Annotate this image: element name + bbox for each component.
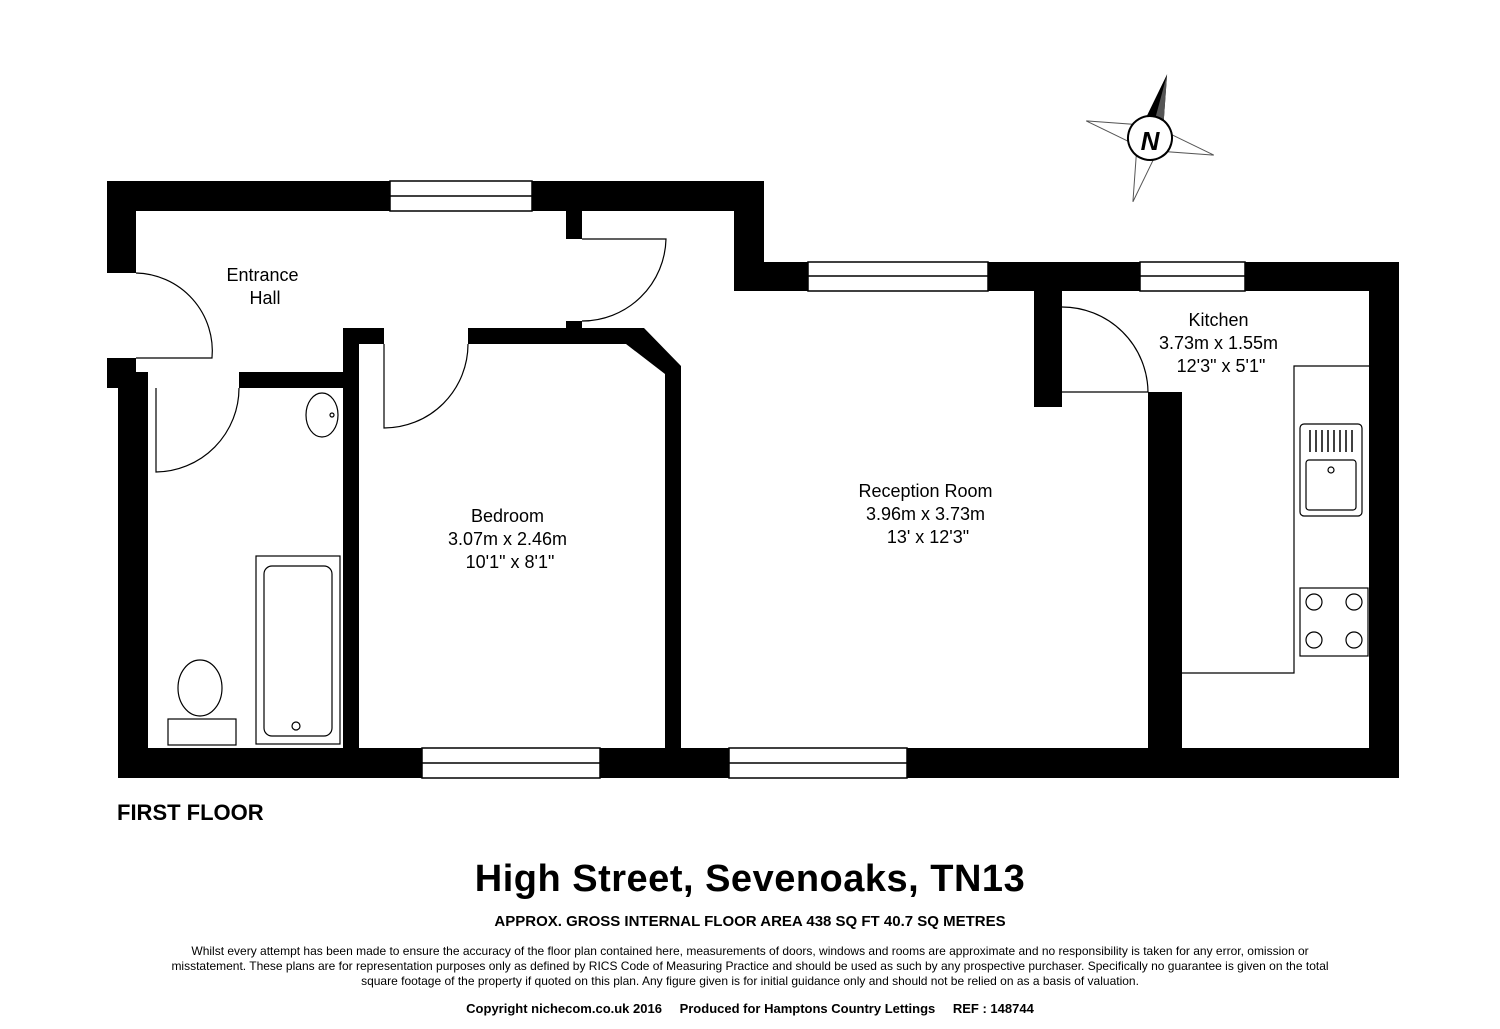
floor-plan: N Entrance Hall Bedroom 3.07m x 2.46m 10… <box>107 74 1399 779</box>
bath-drain <box>291 721 301 731</box>
disclaimer: Whilst every attempt has been made to en… <box>171 944 1329 988</box>
wall <box>600 748 729 778</box>
door-swing <box>155 387 240 473</box>
reference: REF : 148744 <box>952 1001 1034 1016</box>
produced-for: Produced for Hamptons Country Lettings <box>679 1001 936 1016</box>
wall <box>1164 392 1182 748</box>
toilet-bowl <box>177 659 223 717</box>
wall <box>1034 291 1062 407</box>
door-swing <box>1061 306 1149 393</box>
wall <box>118 748 422 778</box>
floor-area: APPROX. GROSS INTERNAL FLOOR AREA 438 SQ… <box>494 913 1006 930</box>
wall <box>626 328 681 748</box>
hob-ring <box>1345 631 1363 649</box>
wall <box>118 372 148 778</box>
room-label-reception-room: Reception Room 3.96m x 3.73m 13' x 12'3" <box>858 481 997 547</box>
compass-letter: N <box>1141 126 1161 156</box>
hob-ring <box>1305 631 1323 649</box>
wall <box>988 262 1140 291</box>
door-swing <box>135 272 213 359</box>
kitchen-fittings <box>1182 365 1369 674</box>
bath-inner <box>263 565 333 737</box>
toilet-cistern <box>167 718 237 746</box>
copyright: Copyright nichecom.co.uk 2016 <box>466 1001 662 1016</box>
property-address: High Street, Sevenoaks, TN13 <box>474 858 1026 900</box>
wall <box>734 262 808 291</box>
wall <box>566 211 582 239</box>
hob-ring <box>1345 593 1363 611</box>
door-swing <box>383 343 469 429</box>
wall <box>107 181 390 211</box>
basin <box>305 392 339 438</box>
wall <box>239 372 343 388</box>
wall <box>907 748 1399 778</box>
room-label-kitchen: Kitchen 3.73m x 1.55m 12'3" x 5'1" <box>1159 310 1283 376</box>
credits: Copyright nichecom.co.uk 2016 Produced f… <box>0 1001 1500 1016</box>
compass <box>1086 74 1214 202</box>
wall <box>359 328 384 344</box>
wall <box>343 328 359 748</box>
room-label-entrance-hall: Entrance Hall <box>226 265 303 308</box>
wall <box>1369 262 1399 778</box>
wall <box>566 321 582 328</box>
room-labels: Entrance Hall Bedroom 3.07m x 2.46m 10'1… <box>226 265 1283 572</box>
wall <box>532 181 764 211</box>
door-swing <box>581 238 667 322</box>
windows <box>389 180 1246 779</box>
wall <box>468 328 626 344</box>
floor-label: FIRST FLOOR <box>117 800 264 825</box>
room-label-bedroom: Bedroom 3.07m x 2.46m 10'1" x 8'1" <box>448 506 572 572</box>
wall <box>107 181 136 273</box>
walls <box>107 181 1399 778</box>
bathroom-fittings <box>167 392 341 746</box>
doors <box>135 238 1149 473</box>
hob-ring <box>1305 593 1323 611</box>
